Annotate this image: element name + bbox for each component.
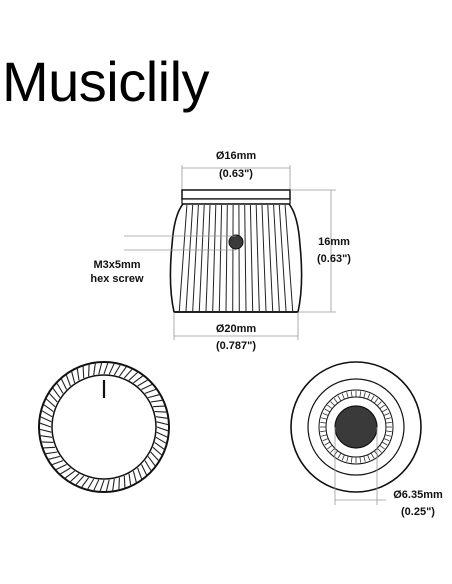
- height-inch-label: (0.63"): [317, 253, 351, 265]
- side-view: Ø16mm (0.63") M3x5mm hex screw 16mm (0.6…: [90, 150, 351, 352]
- bottom-diameter-inch-label: (0.787"): [216, 340, 256, 352]
- set-screw: [228, 234, 244, 250]
- knob-ribs: [178, 204, 294, 312]
- bottom-diameter-label: Ø20mm: [216, 323, 257, 335]
- shaft-hole: [334, 405, 378, 449]
- top-view-knurling: [39, 362, 169, 492]
- shaft-diameter-label: Ø6.35mm: [393, 489, 443, 501]
- top-diameter-label: Ø16mm: [216, 150, 257, 162]
- height-label: 16mm: [318, 236, 350, 248]
- screw-type-label: hex screw: [90, 273, 144, 285]
- screw-size-label: M3x5mm: [93, 259, 140, 271]
- knob-body: [169, 203, 303, 313]
- shaft-diameter-inch-label: (0.25"): [401, 506, 435, 518]
- brand-logo: Musiclily: [2, 50, 210, 113]
- top-view-inner-ring: [51, 374, 157, 480]
- top-diameter-inch-label: (0.63"): [219, 168, 253, 180]
- top-view: [38, 361, 170, 493]
- bottom-view: Ø6.35mm (0.25"): [290, 361, 443, 518]
- knob-cap: [181, 189, 291, 200]
